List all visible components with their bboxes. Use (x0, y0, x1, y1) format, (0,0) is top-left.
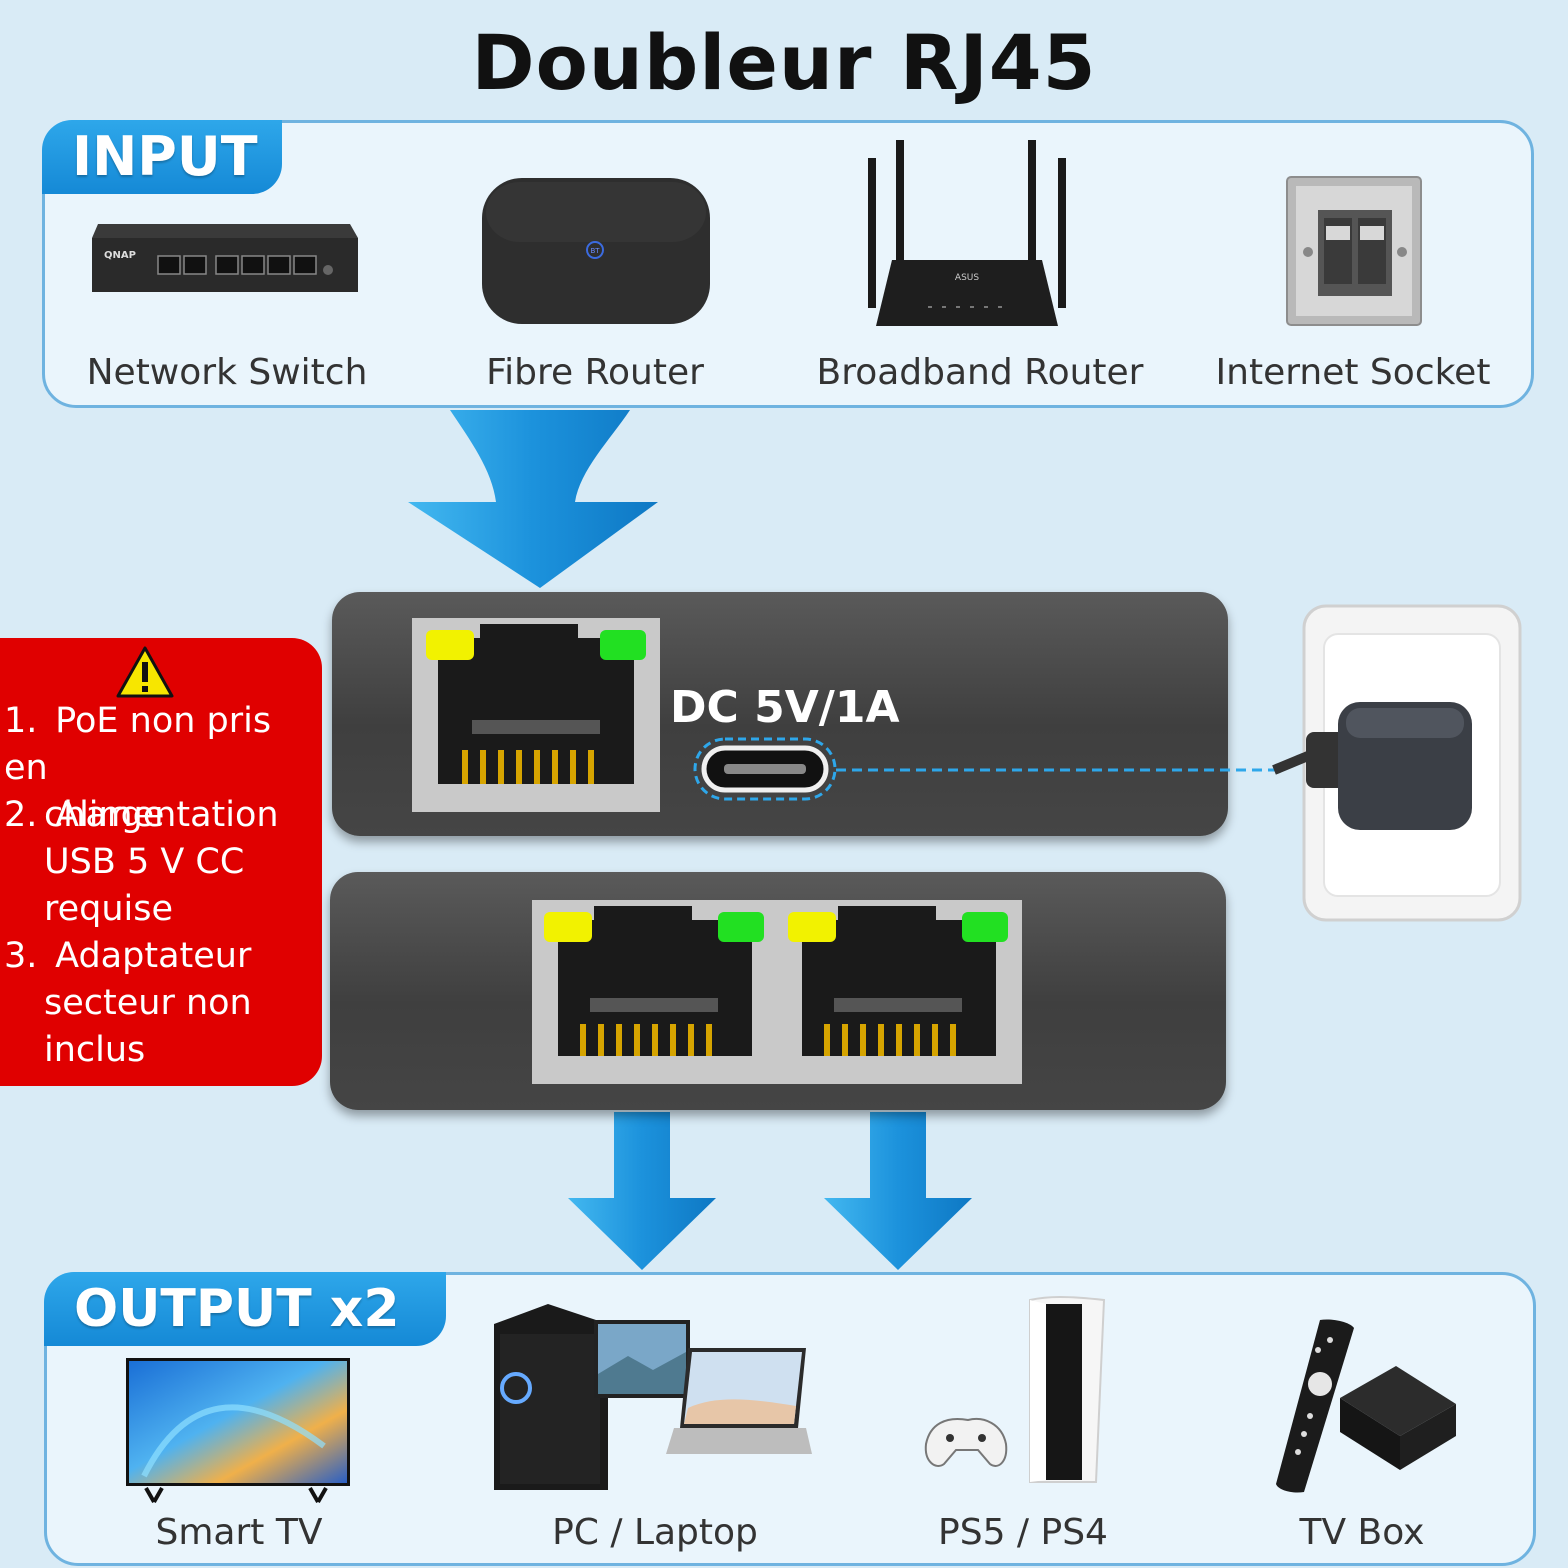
warning-box: 1. PoE non pris en charge 2. Alimentatio… (0, 638, 322, 1086)
internet-socket-icon (1286, 176, 1422, 326)
switch-brand-text: QNAP (104, 250, 136, 261)
warning-line: Alimentation (55, 795, 279, 835)
input-label-broadband-router: Broadband Router (816, 352, 1144, 393)
warning-num: 1. (4, 701, 38, 741)
warning-line: USB 5 V CC (44, 842, 245, 882)
warning-num: 2. (4, 795, 38, 835)
wall-power-adapter-icon (1272, 604, 1522, 922)
warning-item-1: 1. PoE non pris en charge (4, 698, 322, 839)
power-cable-dashed-line (836, 768, 1276, 772)
warning-num: 3. (4, 936, 38, 976)
network-switch-icon: QNAP (92, 224, 358, 292)
output-tag: OUTPUT x2 (44, 1272, 446, 1346)
broadband-router-icon: ASUS (868, 140, 1066, 326)
warning-line: Adaptateur (55, 936, 252, 976)
smart-tv-icon (126, 1358, 350, 1503)
tv-box-icon (1276, 1319, 1456, 1493)
input-label-fibre-router: Fibre Router (486, 352, 704, 393)
warning-triangle-icon (116, 646, 174, 698)
output-label-smart-tv: Smart TV (155, 1512, 323, 1553)
warning-line: inclus (44, 1030, 146, 1070)
output-label-pc-laptop: PC / Laptop (552, 1512, 758, 1553)
output-label-tv-box: TV Box (1299, 1512, 1425, 1553)
usb-c-port (693, 737, 837, 801)
rj45-output-ports (532, 900, 1022, 1084)
warning-line: charge (44, 795, 165, 835)
page-title: Doubleur RJ45 (471, 18, 1097, 107)
output-label-ps5-ps4: PS5 / PS4 (938, 1512, 1108, 1553)
fibre-router-brand: BT (590, 247, 600, 255)
input-tag: INPUT (42, 120, 282, 194)
output-arrow-right-icon (824, 1112, 972, 1270)
dc-power-label: DC 5V/1A (670, 682, 900, 733)
output-arrow-left-icon (568, 1112, 716, 1270)
pc-laptop-icon (494, 1304, 812, 1490)
router-brand-text: ASUS (955, 273, 979, 283)
rj45-input-port (412, 618, 660, 812)
warning-item-2: 2. Alimentation USB 5 V CC requise (4, 792, 279, 933)
ps5-console-icon (924, 1296, 1106, 1483)
warning-item-3: 3. Adaptateur secteur non inclus (4, 933, 252, 1074)
warning-line: PoE non pris en (4, 701, 272, 788)
input-arrow-icon (408, 410, 658, 588)
warning-line: requise (44, 889, 174, 929)
input-label-network-switch: Network Switch (86, 352, 368, 393)
fibre-router-icon: BT (482, 178, 710, 324)
warning-line: secteur non (44, 983, 252, 1023)
input-label-internet-socket: Internet Socket (1215, 352, 1491, 393)
